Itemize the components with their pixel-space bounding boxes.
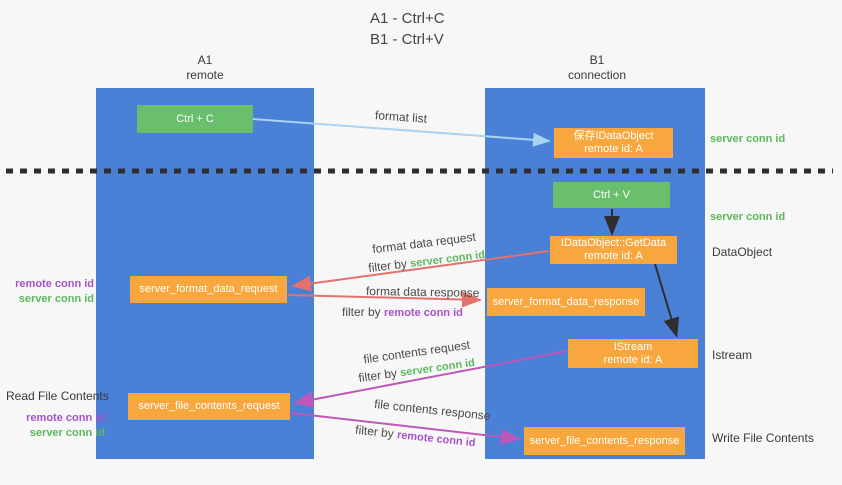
node-server-file-contents-response: server_file_contents_response [524,427,685,455]
filter-by-text: filter by [367,256,411,276]
lane-a1-name: A1 [197,53,213,67]
annotation-server-conn-id-top-right: server conn id [710,133,786,145]
title-line-2: B1 - Ctrl+V [370,31,444,48]
node-format-request-label: server_format_data_request [139,283,278,295]
node-save-dataobject-line2: remote id: A [584,143,643,155]
annotation-left-conn-ids-mid: remote conn id server conn id [6,277,94,307]
annotation-remote-conn-id-mid-left: remote conn id [15,278,94,290]
node-file-request-label: server_file_contents_request [138,400,280,412]
node-istream-line1: IStream [613,340,653,353]
label-format-list: format list [374,108,428,126]
annotation-remote-conn-id-bottom-left: remote conn id [26,412,105,424]
annotation-server-conn-id-mid-left: server conn id [18,293,94,305]
node-istream: IStream remote id: A [568,339,698,368]
filter-by-text: filter by [354,422,398,442]
node-idataobject-getdata: IDataObject::GetData remote id: A [550,236,677,264]
diagram-title: A1 - Ctrl+C B1 - Ctrl+V [370,8,445,50]
annotation-server-conn-id-bottom-left: server conn id [29,427,105,439]
filter-by-text: filter by [342,305,385,319]
node-save-dataobject-line1: 保存IDataObject [573,130,654,142]
node-getdata-line1: IDataObject::GetData [560,237,667,249]
node-ctrl-c: Ctrl + C [137,105,253,133]
node-server-file-contents-request: server_file_contents_request [128,393,290,420]
node-ctrl-c-label: Ctrl + C [176,112,214,125]
node-ctrl-v: Ctrl + V [553,182,670,208]
label-filter-by-remote-conn-2: filter by remote conn id [355,423,477,450]
lane-b1-header: B1 connection [527,53,667,83]
label-filter-by-remote-conn-1: filter by remote conn id [342,305,463,319]
node-format-response-label: server_format_data_response [492,295,640,308]
remote-conn-id-text: remote conn id [384,307,463,319]
annotation-istream: Istream [712,348,753,362]
title-line-1: A1 - Ctrl+C [370,10,445,27]
label-file-contents-response: file contents response [373,396,492,424]
node-server-format-data-request: server_format_data_request [130,276,287,303]
label-format-data-response: format data response [365,284,480,300]
lane-b1-sub: connection [567,68,627,82]
server-conn-id-text: server conn id [409,248,486,270]
filter-by-text: filter by [357,365,402,386]
annotation-left-conn-ids-bottom: remote conn id server conn id [17,411,105,441]
remote-conn-id-text: remote conn id [396,429,477,450]
lane-a1-sub: remote [186,68,224,82]
node-ctrl-v-label: Ctrl + V [593,188,630,201]
annotation-read-file-contents: Read File Contents [6,389,109,403]
lane-b1-name: B1 [589,53,605,67]
lane-a1-header: A1 remote [135,53,275,83]
node-getdata-line2: remote id: A [584,250,643,262]
node-save-dataobject: 保存IDataObject remote id: A [554,128,673,158]
annotation-dataobject: DataObject [712,245,773,259]
annotation-write-file-contents: Write File Contents [712,431,814,445]
node-istream-line2: remote id: A [603,353,663,366]
node-server-format-data-response: server_format_data_response [487,288,645,316]
node-file-response-label: server_file_contents_response [529,434,680,447]
annotation-server-conn-id-mid-right: server conn id [710,211,786,223]
server-conn-id-text: server conn id [399,356,476,380]
